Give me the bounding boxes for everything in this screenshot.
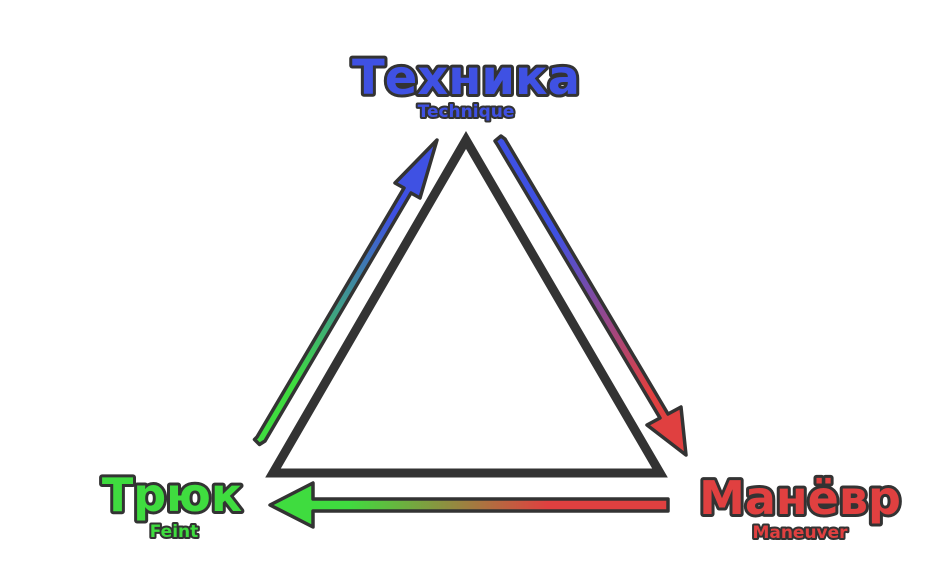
maneuver-label: Манёвр <box>699 471 901 525</box>
node-feint: Трюк Feint <box>99 465 245 544</box>
technique-sublabel: Technique <box>418 102 515 122</box>
node-maneuver: Манёвр Maneuver <box>696 468 904 545</box>
feint-label: Трюк <box>102 468 242 522</box>
technique-label: Техника <box>352 50 580 106</box>
arrow-maneuver-to-feint <box>268 481 670 529</box>
maneuver-sublabel: Maneuver <box>752 523 848 543</box>
node-technique: Техника Technique <box>349 47 583 124</box>
arrow-feint-to-technique <box>252 138 439 447</box>
central-triangle <box>265 131 668 478</box>
feint-sublabel: Feint <box>150 522 199 542</box>
arrow-technique-to-maneuver <box>493 134 688 457</box>
